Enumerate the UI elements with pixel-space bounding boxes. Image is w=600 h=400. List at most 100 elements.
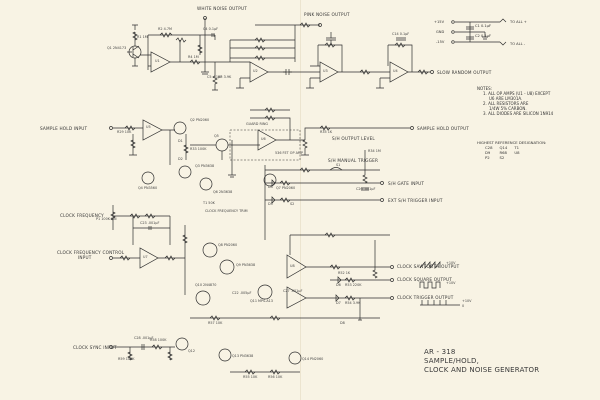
- trigger-zero-label: 0: [462, 304, 465, 308]
- label-sh-gate-input: S/H GATE INPUT: [388, 181, 425, 186]
- resistor-r2: [159, 32, 173, 38]
- note-1: 1. ALL OP AMPS (U1 - U8) EXCEPT: [483, 91, 551, 96]
- c1-label: C1 0.1µF: [475, 24, 492, 28]
- label-sh-manual-trigger: S/H MANUAL TRIGGER: [328, 158, 379, 163]
- power-gnd-label: GND: [436, 30, 445, 34]
- ref-cell: S2: [499, 155, 505, 160]
- q10-label: Q10 2N4870: [195, 283, 217, 287]
- u2-label: U2: [253, 69, 258, 73]
- label-sample-hold-input: SAMPLE HOLD INPUT: [40, 126, 88, 131]
- q13-label: Q13 PN3638: [232, 354, 254, 358]
- table-row: P2 S2: [485, 155, 527, 160]
- q2-label: Q2 PN2060: [190, 118, 210, 122]
- r33-label: R33 100K: [190, 147, 207, 151]
- note-3: 3. ALL DIODES ARE SILICON 1N914: [483, 111, 554, 116]
- opamp-u8: [286, 254, 307, 279]
- u1-label: U1: [155, 59, 160, 63]
- to-all-minus-label: TO ALL -: [510, 42, 526, 46]
- label-pink-noise-output: PINK NOISE OUTPUT: [304, 12, 350, 17]
- reference-designation-block: HIGHEST REFERENCE DESIGNATION: C28 Q14 T…: [477, 140, 546, 160]
- d2-label: D2: [178, 157, 183, 161]
- d7-label: D7: [336, 301, 341, 305]
- ref-cell: T1: [514, 145, 520, 150]
- opamp-u6: [257, 129, 277, 151]
- q11-label: Q11 MPS-A13: [250, 299, 273, 303]
- label-clock-frequency-control-input: INPUT: [78, 255, 92, 260]
- ref-cell: U8: [514, 150, 520, 155]
- note-2b: 1/4W 5% CARBON.: [489, 106, 527, 111]
- opamp-u5: [142, 119, 163, 141]
- t1-label: T1 50K: [203, 201, 215, 205]
- d1-label: D1: [178, 139, 183, 143]
- r52-label: R52 1K: [338, 271, 351, 275]
- sawtooth-waveform: [419, 261, 441, 269]
- note-1b: U6 ARE LM301A.: [489, 96, 523, 101]
- r54-label: R54 3.9K: [345, 301, 361, 305]
- label-clock-sawtooth-output: CLOCK SAWTOOTH OUTPUT: [397, 264, 460, 269]
- ref-cell: [514, 155, 526, 160]
- q8-label: Q8 PN2060: [218, 243, 238, 247]
- u3-label: U3: [323, 69, 328, 73]
- r53-label: R53 220K: [345, 283, 362, 287]
- c14-label: C14 0.1µF: [392, 32, 410, 36]
- c5-label: C5 .01µF: [207, 75, 223, 79]
- trigger-waveform: [420, 300, 460, 306]
- q4-label: Q4 PN3560: [138, 186, 158, 190]
- to-all-plus-label: TO ALL +: [510, 20, 527, 24]
- ref-cell: P2: [485, 155, 490, 160]
- c22-label: C22 .005µF: [232, 291, 252, 295]
- notes-heading: NOTES:: [477, 86, 492, 91]
- guard-ring: [229, 129, 301, 161]
- p1-label: P1 100K LIN: [96, 217, 117, 221]
- power-minus-label: -15V: [436, 40, 445, 44]
- r4-label: R4 1M: [188, 55, 199, 59]
- r34-label: R34 1M: [368, 149, 381, 153]
- title-line-1: SAMPLE/HOLD,: [424, 357, 479, 365]
- d4-label: D4: [268, 185, 273, 189]
- u4-label: U4: [393, 69, 398, 73]
- opamp-u2: [249, 61, 269, 83]
- resistor-r1: [132, 31, 138, 41]
- power-plus-label: +15V: [434, 20, 445, 24]
- resistor-r29: [113, 125, 143, 131]
- r5-label: R5 3.9K: [218, 75, 232, 79]
- table-row: C28 Q14 T1: [485, 145, 527, 150]
- r1-label: R1 1M: [137, 35, 148, 39]
- q12-label: Q12: [188, 349, 195, 353]
- resistor-r4: [189, 59, 201, 65]
- label-clock-frequency: CLOCK FREQUENCY: [60, 213, 104, 218]
- reference-designation-heading: HIGHEST REFERENCE DESIGNATION:: [477, 140, 547, 145]
- c23-label: C23 .001µF: [140, 221, 160, 225]
- notes-block: NOTES: 1. ALL OP AMPS (U1 - U8) EXCEPT U…: [477, 86, 553, 116]
- label-sh-output-level: S/H OUTPUT LEVEL: [332, 136, 375, 141]
- table-row: D9 R68 U8: [485, 150, 527, 155]
- c27-label: C27 .001µF: [283, 289, 303, 293]
- label-fet-op-amp: 536 FET OP AMP: [275, 151, 303, 155]
- u8-label: U8: [290, 264, 295, 268]
- r35-label: R35 1K: [320, 130, 333, 134]
- r29-label: R29 10K: [117, 130, 132, 134]
- label-clock-trigger-output: CLOCK TRIGGER OUTPUT: [397, 295, 454, 300]
- s2-label: S2: [290, 202, 295, 206]
- reference-designation-table: C28 Q14 T1 D9 R68 U8 P2 S2: [485, 145, 527, 160]
- square-waveform: [419, 281, 441, 289]
- q7-label: Q7 PN2060: [276, 186, 296, 190]
- square-level-label: +10V: [446, 281, 456, 285]
- label-ext-sh-trigger-input: EXT S/H TRIGGER INPUT: [388, 198, 443, 203]
- opamp-u7: [139, 247, 159, 269]
- r58-label: R58 100K: [150, 338, 167, 342]
- label-sample-hold-output: SAMPLE HOLD OUTPUT: [417, 126, 470, 131]
- note-2: 2. ALL RESISTORS ARE: [483, 101, 529, 106]
- label-clock-frequency-control: CLOCK FREQUENCY CONTROL: [57, 250, 125, 255]
- trigger-level-label: +10V: [462, 299, 472, 303]
- r2-label: R2 4.7M: [158, 27, 172, 31]
- q6-label: Q6 2N3638: [213, 190, 233, 194]
- s1-label: S1: [336, 163, 341, 167]
- d6-label: D6: [336, 283, 341, 287]
- label-slow-random-output: SLOW RANDOM OUTPUT: [437, 70, 492, 75]
- c4-label: C4 0.1µF: [203, 27, 219, 31]
- label-guard-ring: GUARD RING: [246, 122, 268, 126]
- title-block: AR - 318 SAMPLE/HOLD, CLOCK AND NOISE GE…: [424, 348, 539, 375]
- r57-label: R57 10K: [208, 321, 223, 325]
